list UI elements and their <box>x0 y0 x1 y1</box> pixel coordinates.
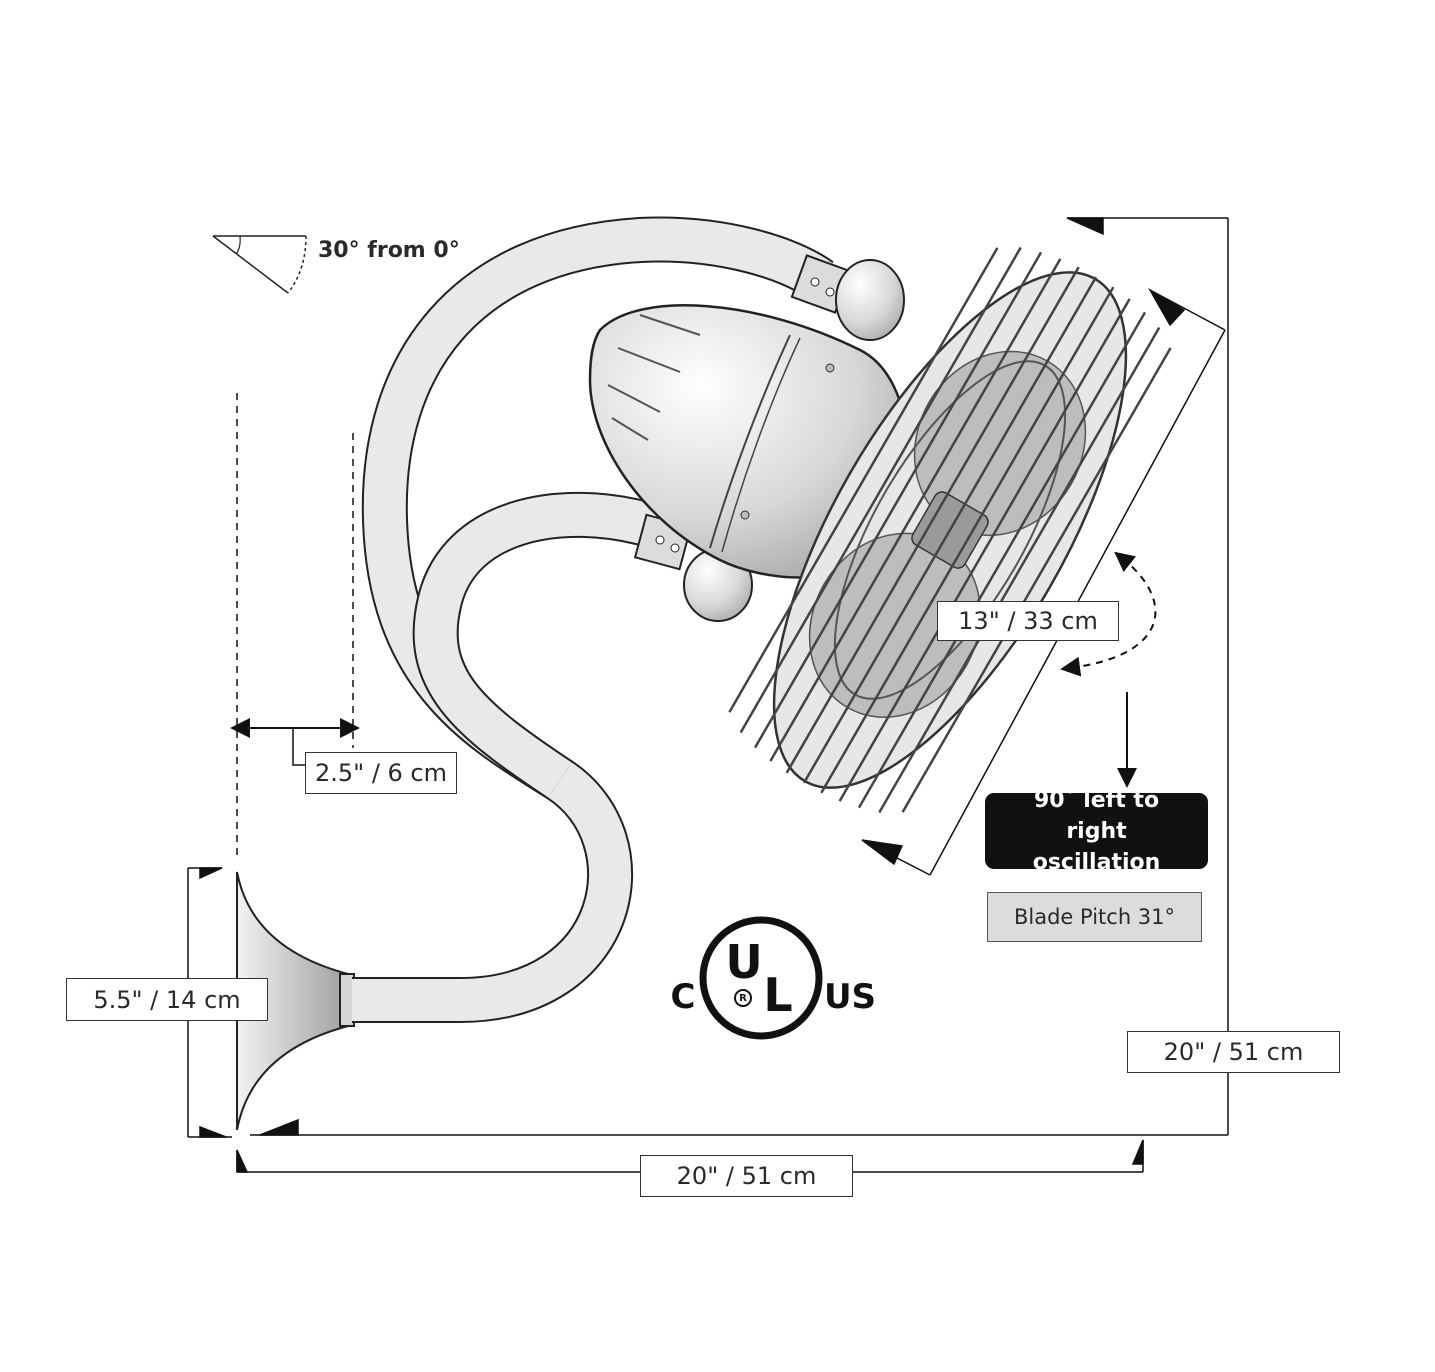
ul-certification-icon <box>699 916 823 1040</box>
ul-registered-mark: R <box>739 992 747 1004</box>
oscillation-label: 90˚ left to right oscillation <box>985 788 1208 875</box>
ul-letter-l: L <box>763 968 793 1022</box>
arm-tube-icon <box>352 216 852 1023</box>
fan-guard-icon <box>728 246 1172 814</box>
wall-mount-icon <box>236 871 355 1131</box>
ul-letter-c: C <box>670 977 696 1017</box>
angle-indicator-icon <box>212 235 307 294</box>
ul-letter-u: U <box>725 935 763 989</box>
mount-height-label: 5.5" / 14 cm <box>66 978 268 1021</box>
extension-label: 2.5" / 6 cm <box>305 752 457 794</box>
blade-pitch-label: Blade Pitch 31° <box>987 892 1202 942</box>
angle-label: 30° from 0° <box>318 237 460 263</box>
blade-diameter-label: 13" / 33 cm <box>937 601 1119 641</box>
overall-height-label: 20" / 51 cm <box>1127 1031 1340 1073</box>
ul-letter-us: US <box>823 977 877 1017</box>
overall-width-label: 20" / 51 cm <box>640 1155 853 1197</box>
